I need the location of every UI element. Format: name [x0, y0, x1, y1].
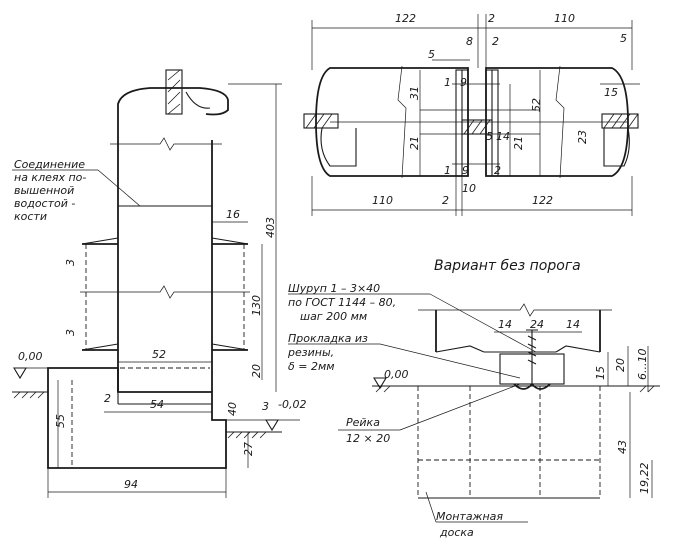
connection-label-line-4: водостой - — [14, 197, 75, 210]
dim-9b: 9 — [462, 164, 469, 177]
connection-label-line-1: Соединение — [14, 158, 85, 171]
dim-403: 403 — [264, 217, 277, 238]
dim-3c: 3 — [262, 400, 269, 413]
dim-top-110: 110 — [554, 12, 575, 25]
connection-label-line-3: вышенной — [14, 184, 74, 197]
dim-10: 10 — [462, 182, 476, 195]
top-view: 122 2 110 — [303, 12, 640, 216]
dim-2a: 2 — [492, 35, 499, 48]
dim-19-22: 19,22 — [638, 463, 651, 495]
dim-52-left: 52 — [152, 348, 166, 361]
dim-top-2: 2 — [488, 12, 495, 25]
dim-24: 24 — [530, 318, 544, 331]
dim-6-10: 6...10 — [636, 349, 649, 381]
board-label-line-1: Монтажная — [436, 510, 503, 523]
dim-40: 40 — [226, 402, 239, 416]
dim-20: 20 — [250, 364, 263, 378]
dim-20: 20 — [614, 358, 627, 372]
right-view: Вариант без порога Шуруп 1 – 3×40 по ГОС… — [287, 258, 660, 539]
dim-94: 94 — [124, 478, 138, 491]
dim-top-122: 122 — [395, 12, 416, 25]
gasket-label-line-1: Прокладка из — [288, 332, 368, 345]
dim-1b: 1 — [444, 164, 451, 177]
level-0-00-left: 0,00 — [18, 350, 43, 363]
screw-label-line-2: по ГОСТ 1144 – 80, — [288, 296, 396, 309]
gasket-label-line-3: δ = 2мм — [288, 360, 335, 373]
dim-14b: 14 — [566, 318, 580, 331]
dim-8: 8 — [466, 35, 473, 48]
screw-label-line-1: Шуруп 1 – 3×40 — [288, 282, 380, 295]
level-minus-0-02: -0,02 — [278, 398, 306, 411]
dim-21b: 21 — [512, 136, 525, 150]
dim-31: 31 — [408, 86, 421, 100]
dim-bot-122: 122 — [532, 194, 553, 207]
dim-3a: 3 — [64, 259, 77, 266]
dim-5-mid: 5 — [486, 130, 493, 143]
dim-2b: 2 — [494, 164, 501, 177]
dim-23: 23 — [576, 130, 589, 144]
right-view-title: Вариант без порога — [434, 258, 581, 274]
dim-bot-110: 110 — [372, 194, 393, 207]
rail-label-line-2: 12 × 20 — [346, 432, 390, 445]
dim-43: 43 — [616, 440, 629, 454]
connection-label-line-2: на клеях по- — [14, 171, 86, 184]
dim-52: 52 — [530, 98, 543, 112]
dim-2-left: 2 — [104, 392, 111, 405]
dim-27: 27 — [242, 442, 255, 456]
gasket-label-line-2: резины, — [287, 346, 334, 359]
level-0-00-right: 0,00 — [384, 368, 409, 381]
dim-3b: 3 — [64, 329, 77, 336]
dim-bot-2: 2 — [442, 194, 449, 207]
dim-1a: 1 — [444, 76, 451, 89]
dim-9a: 9 — [460, 76, 467, 89]
board-label-line-2: доска — [439, 526, 474, 539]
dim-5-left: 5 — [428, 48, 435, 61]
dim-14: 14 — [496, 130, 510, 143]
dim-15: 15 — [594, 366, 607, 380]
dim-14a: 14 — [498, 318, 512, 331]
connection-label-line-5: кости — [14, 210, 47, 223]
left-view: 0,00 -0,02 Соединение на клеях по- вышен… — [12, 69, 306, 498]
dim-55: 55 — [54, 414, 67, 428]
rail-label-line-1: Рейка — [346, 416, 380, 429]
dim-5-right: 5 — [620, 32, 627, 45]
screw-label-line-3: шаг 200 мм — [300, 310, 367, 323]
dim-16: 16 — [226, 208, 240, 221]
dim-130: 130 — [250, 295, 263, 316]
dim-15: 15 — [604, 86, 618, 99]
dim-21a: 21 — [408, 136, 421, 150]
dim-54: 54 — [150, 398, 164, 411]
